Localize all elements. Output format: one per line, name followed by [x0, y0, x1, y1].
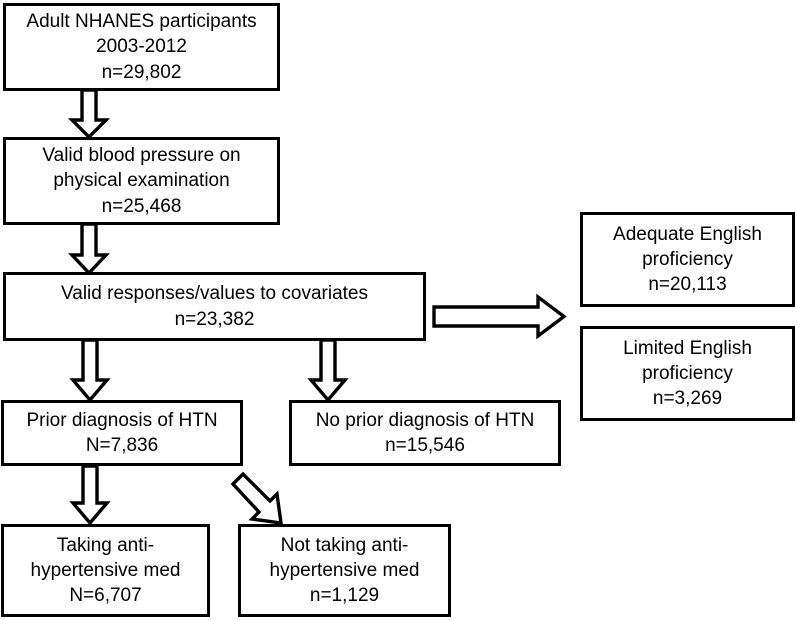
node-not-taking-med-line1: Not taking anti- — [280, 534, 409, 556]
node-limited-english: Limited English proficiency n=3,269 — [580, 326, 795, 421]
node-covariates-line2: n=23,382 — [174, 308, 255, 330]
node-taking-med: Taking anti- hypertensive med N=6,707 — [1, 524, 210, 617]
arrow-valid-bp-to-covariates — [68, 222, 110, 276]
node-adequate-english-line3: n=20,113 — [648, 274, 727, 296]
node-prior-htn-line1: Prior diagnosis of HTN — [26, 409, 218, 431]
node-no-prior-htn-line2: n=15,546 — [385, 435, 465, 456]
node-participants: Adult NHANES participants 2003-2012 n=29… — [3, 3, 280, 91]
node-adequate-english-line1: Adequate English — [613, 223, 762, 245]
node-taking-med-line2: hypertensive med — [30, 559, 181, 581]
node-limited-english-line2: proficiency — [642, 362, 733, 384]
arrow-participants-to-valid-bp — [67, 88, 111, 140]
node-taking-med-line3: N=6,707 — [69, 585, 142, 607]
node-covariates-line1: Valid responses/values to covariates — [61, 283, 368, 305]
node-valid-bp-line3: n=25,468 — [101, 195, 182, 217]
node-limited-english-line3: n=3,269 — [652, 388, 723, 410]
node-adequate-english-line2: proficiency — [642, 248, 733, 270]
node-adequate-english: Adequate English proficiency n=20,113 — [580, 212, 795, 307]
node-not-taking-med: Not taking anti- hypertensive med n=1,12… — [238, 524, 451, 617]
node-not-taking-med-line3: n=1,129 — [309, 585, 380, 607]
node-valid-bp-line1: Valid blood pressure on — [42, 145, 241, 167]
node-not-taking-med-line2: hypertensive med — [269, 559, 420, 581]
node-prior-htn-line2: N=7,836 — [85, 435, 159, 456]
node-participants-line3: n=29,802 — [101, 61, 182, 83]
arrow-prior-htn-to-not-taking-med — [228, 470, 294, 528]
node-valid-bp-line2: physical examination — [53, 170, 230, 192]
arrow-covariates-to-english — [432, 293, 567, 340]
node-prior-htn: Prior diagnosis of HTN N=7,836 — [1, 400, 243, 466]
arrow-prior-htn-to-taking-med — [69, 464, 111, 526]
node-participants-line1: Adult NHANES participants — [26, 11, 257, 33]
node-covariates: Valid responses/values to covariates n=2… — [3, 272, 426, 341]
node-taking-med-line1: Taking anti- — [56, 534, 155, 556]
node-participants-line2: 2003-2012 — [96, 36, 187, 58]
arrow-covariates-to-prior-htn — [69, 338, 111, 403]
node-no-prior-htn-line1: No prior diagnosis of HTN — [315, 409, 535, 431]
arrow-covariates-to-no-prior-htn — [307, 338, 349, 403]
node-valid-bp: Valid blood pressure on physical examina… — [3, 137, 280, 225]
node-limited-english-line1: Limited English — [623, 337, 752, 359]
node-no-prior-htn: No prior diagnosis of HTN n=15,546 — [289, 400, 561, 466]
